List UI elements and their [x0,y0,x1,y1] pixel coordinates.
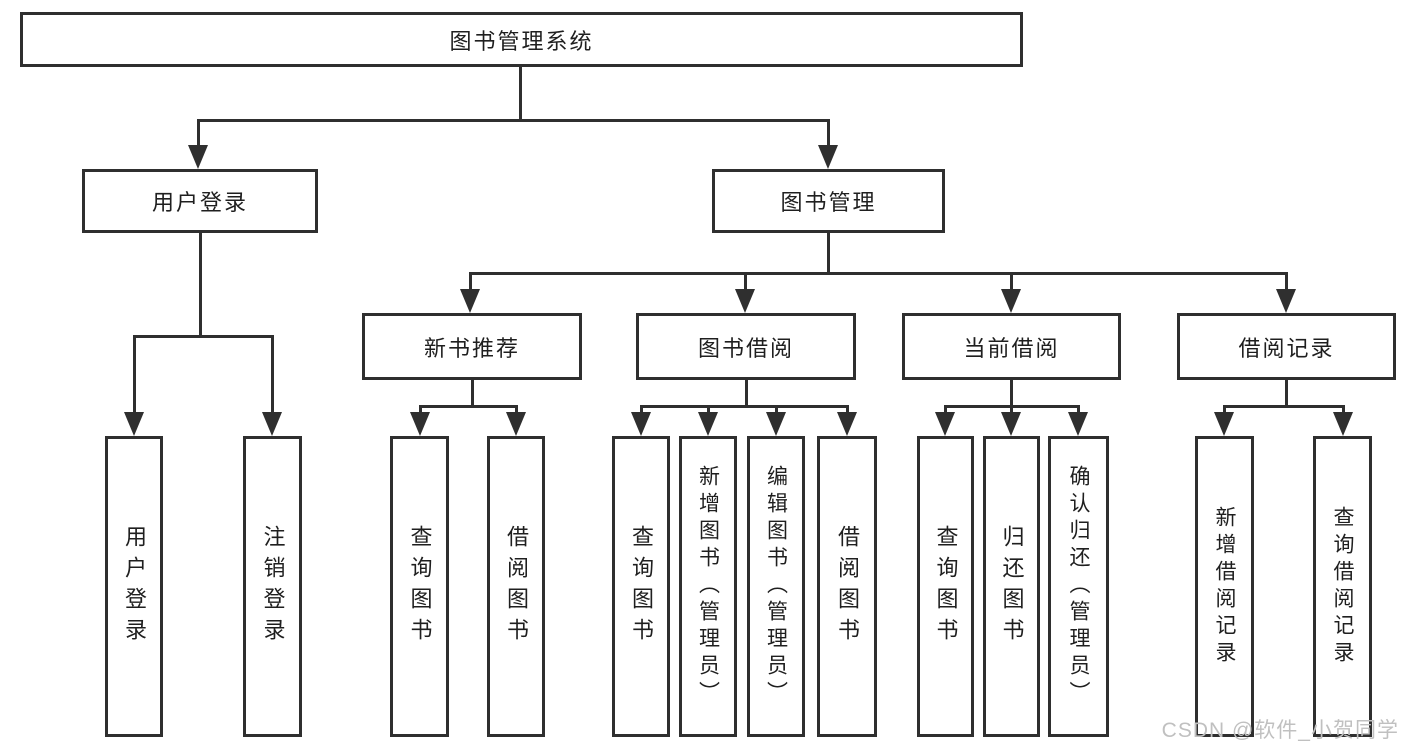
connector-line [469,272,1288,275]
leaf-confirm-return-admin: 确认归还（管理员） [1048,436,1109,737]
node-current-borrowing: 当前借阅 [902,313,1121,380]
arrow-down-icon [1333,412,1353,436]
arrow-down-icon [506,412,526,436]
leaf-borrow-book-recommend-label: 借阅图书 [504,524,529,649]
node-new-book-recommend-label: 新书推荐 [423,335,520,361]
leaf-logout-label: 注销登录 [260,524,286,649]
connector-line [846,405,849,415]
leaf-add-borrow-record: 新增借阅记录 [1195,436,1254,737]
leaf-add-borrow-record-label: 新增借阅记录 [1213,505,1236,668]
node-root: 图书管理系统 [20,12,1023,67]
connector-line [1010,272,1013,291]
connector-line [1285,272,1288,291]
leaf-borrow-book-borrow-label: 借阅图书 [835,524,860,649]
connector-line [519,67,522,119]
connector-line [1010,380,1013,405]
node-user-login: 用户登录 [82,169,318,233]
node-root-label: 图书管理系统 [449,28,594,54]
node-book-management-label: 图书管理 [780,190,877,215]
connector-line [133,335,136,415]
leaf-return-book-label: 归还图书 [999,524,1025,649]
node-book-borrowing-label: 图书借阅 [697,335,794,361]
arrow-down-icon [410,412,430,436]
connector-line [271,335,274,415]
connector-line [827,233,830,272]
connector-line [640,405,643,415]
arrow-down-icon [631,412,651,436]
connector-line [1342,405,1345,415]
connector-line [419,405,422,415]
connector-line [471,380,474,405]
leaf-borrow-book-borrow: 借阅图书 [817,436,877,737]
watermark: CSDN @软件_小贺同学 [1161,719,1399,742]
leaf-return-book: 归还图书 [983,436,1040,737]
leaf-edit-book-admin-label: 编辑图书（管理员） [764,465,788,708]
leaf-user-login-label: 用户登录 [122,524,147,649]
connector-line [1285,380,1288,405]
arrow-down-icon [837,412,857,436]
leaf-query-book-current-label: 查询图书 [933,524,959,649]
leaf-confirm-return-admin-label: 确认归还（管理员） [1067,465,1090,708]
connector-line [1223,405,1345,408]
arrow-down-icon [935,412,955,436]
node-current-borrowing-label: 当前借阅 [963,335,1060,361]
arrow-down-icon [766,412,786,436]
leaf-query-borrow-record: 查询借阅记录 [1313,436,1372,737]
arrow-down-icon [1214,412,1234,436]
leaf-query-book-current: 查询图书 [917,436,974,737]
node-new-book-recommend: 新书推荐 [362,313,582,380]
connector-line [944,405,947,415]
connector-line [1010,405,1013,415]
connector-line [419,405,518,408]
node-borrowing-records-label: 借阅记录 [1238,335,1335,361]
leaf-logout: 注销登录 [243,436,302,737]
arrow-down-icon [262,412,282,436]
connector-line [197,119,830,122]
connector-line [1223,405,1226,415]
arrow-down-icon [188,145,208,169]
arrow-down-icon [1001,289,1021,313]
connector-line [1077,405,1080,415]
leaf-add-book-admin: 新增图书（管理员） [679,436,737,737]
arrow-down-icon [460,289,480,313]
leaf-borrow-book-recommend: 借阅图书 [487,436,545,737]
leaf-query-book-recommend: 查询图书 [390,436,449,737]
leaf-query-borrow-record-label: 查询借阅记录 [1331,505,1354,668]
connector-line [197,119,200,147]
node-borrowing-records: 借阅记录 [1177,313,1396,380]
connector-line [199,233,202,335]
arrow-down-icon [735,289,755,313]
node-book-management: 图书管理 [712,169,945,233]
connector-line [745,380,748,405]
leaf-query-book-borrow-label: 查询图书 [629,524,654,649]
node-book-borrowing: 图书借阅 [636,313,856,380]
connector-line [707,405,710,415]
leaf-query-book-recommend-label: 查询图书 [407,524,433,649]
arrow-down-icon [1068,412,1088,436]
leaf-user-login: 用户登录 [105,436,163,737]
leaf-add-book-admin-label: 新增图书（管理员） [696,465,720,708]
connector-line [133,335,274,338]
node-user-login-label: 用户登录 [151,190,248,215]
connector-line [744,272,747,291]
arrow-down-icon [1001,412,1021,436]
leaf-query-book-borrow: 查询图书 [612,436,670,737]
arrow-down-icon [124,412,144,436]
arrow-down-icon [698,412,718,436]
connector-line [640,405,849,408]
leaf-edit-book-admin: 编辑图书（管理员） [747,436,805,737]
connector-line [827,119,830,147]
connector-line [775,405,778,415]
connector-line [515,405,518,415]
connector-line [469,272,472,291]
arrow-down-icon [818,145,838,169]
arrow-down-icon [1276,289,1296,313]
